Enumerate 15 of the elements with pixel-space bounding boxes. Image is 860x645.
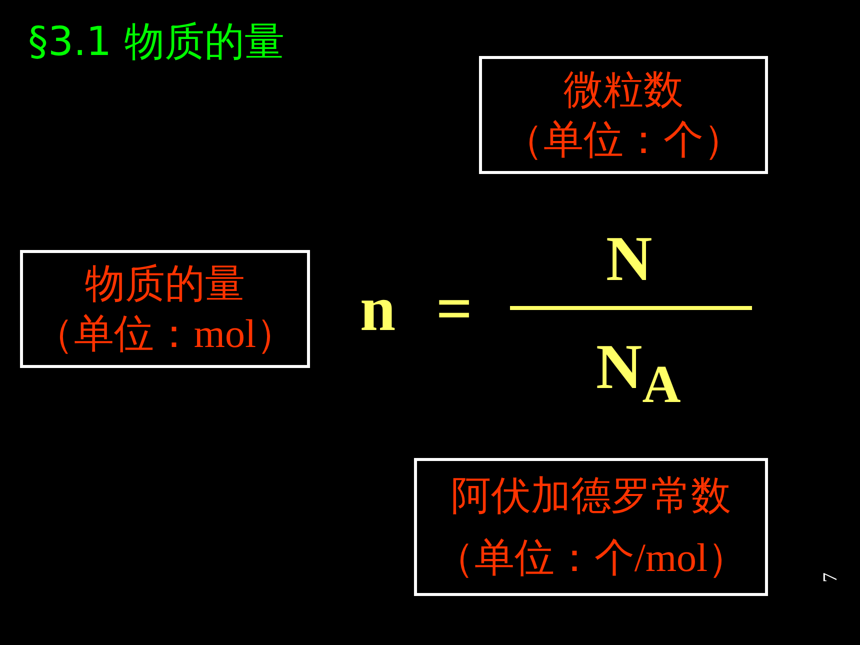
unit-label: （单位：个/mol） xyxy=(433,534,749,582)
unit-label: （单位：个） xyxy=(502,116,744,164)
variable-label: n xyxy=(360,272,396,346)
text-box xyxy=(414,458,768,596)
term-label: 微粒数 xyxy=(562,66,684,114)
text-box xyxy=(479,56,768,174)
page-number: 7 xyxy=(820,572,842,582)
text-box xyxy=(20,250,310,368)
unit-label: （单位：mol） xyxy=(32,310,298,358)
term-label: 阿伏加德罗常数 xyxy=(450,472,732,520)
numerator: N xyxy=(606,222,652,296)
term-label: 物质的量 xyxy=(84,260,246,308)
slide-title: §3.1 物质的量 xyxy=(28,18,284,67)
denominator: N$_{A}$ xyxy=(596,330,681,415)
equals-sign: = xyxy=(436,272,472,346)
